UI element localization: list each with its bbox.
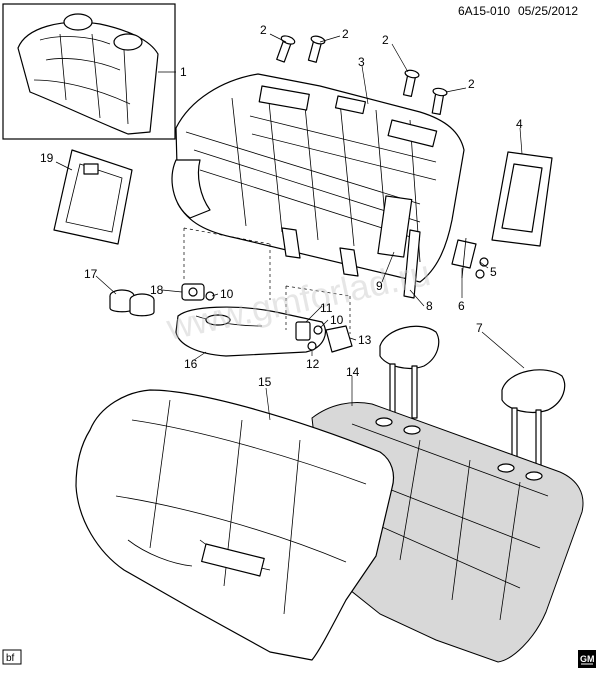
gm-logo-text: GM bbox=[580, 654, 595, 664]
gm-logo: GM bbox=[578, 650, 596, 668]
part-10-screw-a bbox=[205, 291, 215, 301]
callout-6: 6 bbox=[458, 299, 465, 313]
callout-11: 11 bbox=[320, 301, 333, 315]
callout-4: 4 bbox=[516, 117, 523, 131]
callout-13: 13 bbox=[358, 333, 372, 347]
callout-2a: 2 bbox=[260, 23, 267, 37]
part-12-screw bbox=[307, 341, 317, 351]
leader-lines bbox=[55, 33, 525, 421]
part-19-panel bbox=[53, 149, 133, 245]
part-13-bracket bbox=[325, 325, 353, 353]
part-1-inset-seatback bbox=[17, 13, 159, 135]
callout-1: 1 bbox=[180, 65, 187, 79]
part-11-clip bbox=[295, 321, 311, 341]
callout-3: 3 bbox=[358, 55, 365, 69]
diagram-date: 05/25/2012 bbox=[518, 4, 578, 18]
callout-14: 14 bbox=[346, 365, 360, 379]
callouts: 1 2 2 2 2 3 4 5 6 7 8 9 10 10 11 12 13 1… bbox=[40, 23, 523, 389]
part-2-bolts bbox=[276, 35, 448, 115]
callout-18: 18 bbox=[150, 283, 164, 297]
callout-12: 12 bbox=[306, 357, 320, 371]
part-15-seat-cushion bbox=[75, 389, 395, 661]
callout-2d: 2 bbox=[468, 77, 475, 91]
callout-9: 9 bbox=[376, 279, 383, 293]
part-17-cupholder bbox=[109, 289, 155, 317]
corner-tag-box bbox=[2, 649, 22, 665]
part-6-bracket bbox=[451, 237, 477, 279]
callout-16: 16 bbox=[184, 357, 198, 371]
callout-10b: 10 bbox=[330, 313, 344, 327]
callout-2b: 2 bbox=[342, 27, 349, 41]
callout-2c: 2 bbox=[382, 33, 389, 47]
callout-19: 19 bbox=[40, 151, 54, 165]
part-3-seatback-frame bbox=[171, 73, 465, 299]
part-16-armrest bbox=[175, 306, 327, 357]
part-4-panel bbox=[491, 151, 553, 247]
callout-8: 8 bbox=[426, 299, 433, 313]
part-7-headrest-left bbox=[379, 325, 440, 419]
callout-17: 17 bbox=[84, 267, 98, 281]
corner-tag: bf bbox=[6, 653, 15, 664]
part-5-screws bbox=[475, 257, 489, 279]
callout-5: 5 bbox=[490, 265, 497, 279]
callout-10a: 10 bbox=[220, 287, 234, 301]
part-7-headrest-right bbox=[501, 369, 566, 467]
callout-15: 15 bbox=[258, 375, 272, 389]
part-18-latch bbox=[181, 283, 205, 301]
callout-7: 7 bbox=[476, 321, 483, 335]
diagram-code: 6A15-010 bbox=[458, 4, 510, 18]
